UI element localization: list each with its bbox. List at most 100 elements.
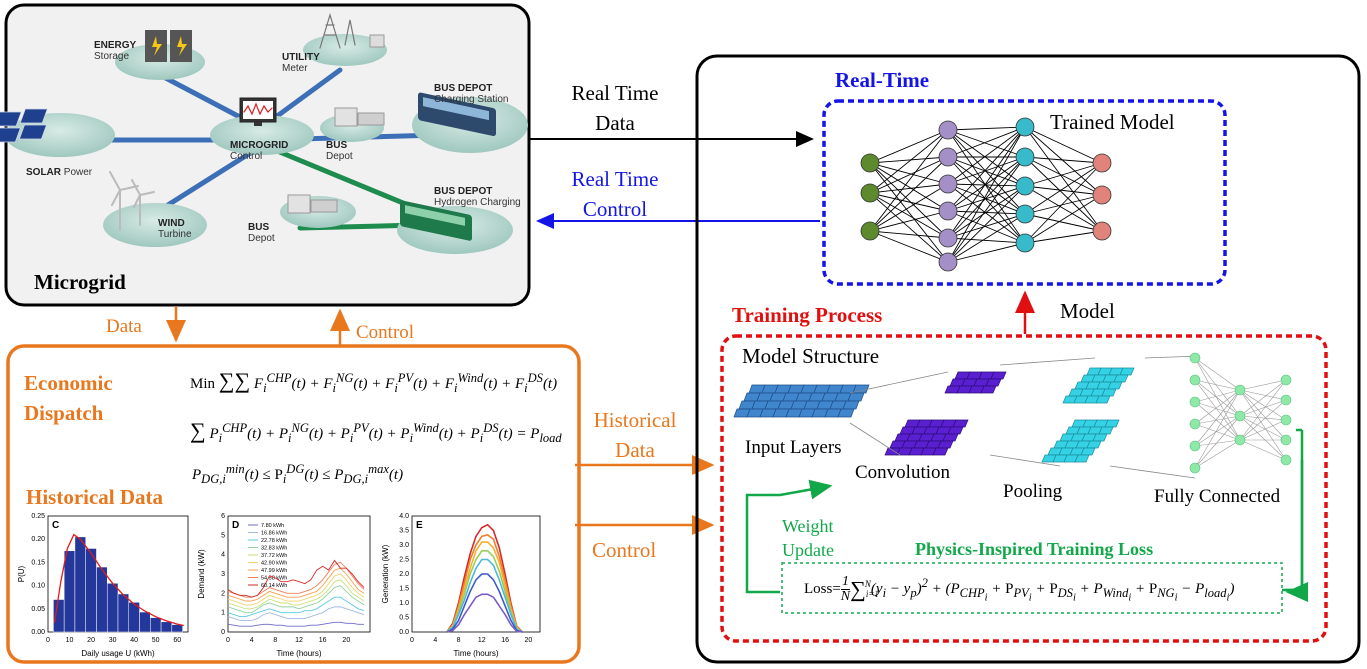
x-tick-label: 50 <box>152 637 160 644</box>
fc-edge <box>1194 439 1241 447</box>
nn-edge <box>947 126 1026 158</box>
fully-connected-label: Fully Connected <box>1154 486 1281 507</box>
fc-node <box>1234 384 1246 396</box>
fc-node <box>1189 462 1201 474</box>
nn-node <box>1092 153 1112 173</box>
demand-series-line <box>227 606 365 621</box>
pool-brick <box>1113 374 1129 383</box>
fc-node <box>1280 374 1292 386</box>
nn-edge <box>947 129 1026 215</box>
y-tick-label: 2 <box>221 590 225 597</box>
nn-edge <box>1024 185 1103 196</box>
y-tick-label: 6 <box>221 513 225 520</box>
pooling-label: Pooling <box>1003 481 1063 502</box>
nn-edge <box>947 156 1026 239</box>
x-tick-label: 0 <box>46 637 50 644</box>
pool-brick <box>1086 440 1102 449</box>
y-tick-label: 0.0 <box>399 629 409 636</box>
fc-edge <box>1194 389 1241 447</box>
nn-edge <box>869 129 949 232</box>
control-label: Control <box>356 322 415 343</box>
y-axis-label: P(U) <box>17 565 26 582</box>
fc-edge <box>1194 389 1241 403</box>
demand-series-line <box>227 579 365 610</box>
nn-edge <box>1024 213 1103 232</box>
nn-edge <box>947 126 1026 131</box>
pool-brick <box>1101 388 1117 397</box>
nn-edge <box>947 185 1026 239</box>
fc-edge <box>1239 415 1287 441</box>
realtime-title: Real-Time <box>835 68 930 92</box>
weight-update-arrow <box>1282 460 1304 592</box>
fc-edge <box>1239 419 1287 441</box>
nn-edge <box>869 162 949 263</box>
fc-node <box>1189 418 1201 430</box>
x-tick-label: 8 <box>273 637 277 644</box>
y-tick-label: 5 <box>221 532 225 539</box>
nn-edge <box>869 192 949 263</box>
histogram-bar <box>171 624 183 633</box>
nn-edge <box>869 192 949 239</box>
fc-node <box>1189 352 1201 364</box>
y-tick-label: 1.0 <box>399 600 409 607</box>
conv-brick <box>952 419 969 428</box>
x-tick-label: 16 <box>501 637 509 644</box>
legend-entry: 22.78 kWh <box>261 538 287 544</box>
panel-title: E <box>416 520 423 531</box>
y-tick-label: 4 <box>221 552 225 559</box>
fc-edge <box>1194 389 1241 425</box>
x-tick-label: 60 <box>173 637 181 644</box>
plot-area <box>411 515 541 633</box>
x-tick-label: 0 <box>226 637 230 644</box>
nn-node <box>938 228 958 248</box>
x-tick-label: 12 <box>295 637 303 644</box>
nn-node <box>1015 176 1035 196</box>
histogram-bar <box>63 550 76 633</box>
model-label: Model <box>1060 299 1115 323</box>
fc-edge <box>1239 379 1287 391</box>
generation-series-line <box>446 573 523 633</box>
nn-edge <box>947 156 1026 212</box>
nn-edge <box>947 129 1026 187</box>
fc-edge <box>1194 439 1241 469</box>
fc-node <box>1280 434 1292 446</box>
x-tick-label: 20 <box>524 637 532 644</box>
nn-edge <box>947 183 1026 244</box>
nn-node <box>1015 233 1035 253</box>
objective-equation: Min ∑∑ FiCHP(t) + FiNG(t) + FiPV(t) + Fi… <box>190 368 558 395</box>
y-tick-label: 3 <box>221 571 225 578</box>
fc-edge <box>1194 379 1241 441</box>
pool-brick <box>1107 381 1123 390</box>
demand-series-line <box>227 621 365 627</box>
y-tick-label: 1 <box>221 610 225 617</box>
fc-edge <box>1194 379 1241 417</box>
nn-edge <box>947 210 1026 244</box>
panel-title: C <box>52 520 59 531</box>
historical-data-title: Historical Data <box>26 485 164 509</box>
pool-brick <box>1119 367 1135 376</box>
nn-node <box>860 153 880 173</box>
nn-edge <box>947 156 1026 185</box>
fc-node <box>1280 394 1292 406</box>
conv-brick <box>980 385 997 394</box>
training-title: Training Process <box>732 303 883 327</box>
control-label-2: Control <box>592 538 657 562</box>
legend-entry: 47.99 kWh <box>261 568 287 574</box>
x-tick-label: 30 <box>109 637 117 644</box>
fc-edge <box>1194 357 1241 417</box>
histogram-bar <box>96 566 108 633</box>
nn-edge <box>869 162 949 185</box>
fc-edge <box>1239 389 1287 441</box>
economic-box <box>6 344 581 664</box>
histogram-bar <box>139 611 151 633</box>
nn-edge <box>1024 126 1103 232</box>
limit-equation: PDG,imin(t) ≤ PiDG(t) ≤ PDG,imax(t) <box>192 462 404 486</box>
y-tick-label: 3.5 <box>399 528 409 535</box>
nn-node <box>1015 117 1035 137</box>
x-tick-label: 10 <box>66 637 74 644</box>
fc-edge <box>1239 399 1287 417</box>
